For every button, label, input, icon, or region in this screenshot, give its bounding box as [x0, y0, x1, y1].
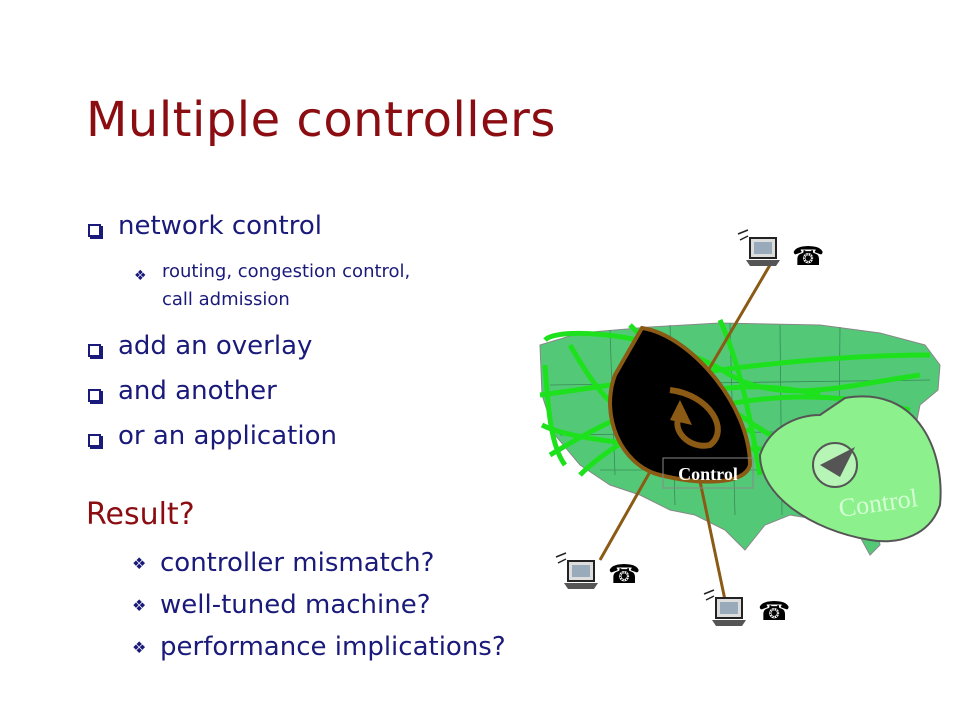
diamond-bullet-icon: ❖ — [132, 638, 147, 657]
bullet-network-control: network control — [88, 211, 322, 241]
square-bullet-icon — [88, 434, 101, 447]
diamond-bullet-icon: ❖ — [132, 596, 147, 615]
laptop-icon — [737, 229, 780, 266]
result-item-mismatch: ❖ controller mismatch? — [132, 548, 435, 578]
control-label-box — [662, 457, 754, 489]
control-swirl-small — [608, 325, 753, 484]
diamond-bullet-icon: ❖ — [132, 554, 147, 573]
bullet-add-overlay: add an overlay — [88, 331, 312, 361]
phone-icon: ☎ — [608, 560, 640, 590]
sub-bullet-routing: ❖ routing, congestion control, call admi… — [134, 261, 411, 310]
network-overlay-diagram: Control Control ☎ ☎ ☎ — [539, 229, 942, 627]
control-label-small: Control — [678, 464, 738, 484]
square-bullet-icon — [88, 224, 101, 237]
phone-icon: ☎ — [792, 242, 824, 272]
laptop-icon — [555, 552, 598, 589]
bullet-and-another: and another — [88, 376, 277, 406]
result-item-performance: ❖ performance implications? — [132, 632, 506, 662]
square-bullet-icon — [88, 344, 101, 357]
laptop-icon — [703, 589, 746, 626]
control-swirl-large — [758, 395, 942, 543]
phone-icon: ☎ — [758, 597, 790, 627]
result-heading: Result? — [86, 497, 195, 532]
slide-title: Multiple controllers — [86, 92, 556, 148]
diamond-bullet-icon: ❖ — [134, 268, 147, 284]
bullet-application: or an application — [88, 421, 337, 451]
result-item-well-tuned: ❖ well-tuned machine? — [132, 590, 431, 620]
square-bullet-icon — [88, 389, 101, 402]
